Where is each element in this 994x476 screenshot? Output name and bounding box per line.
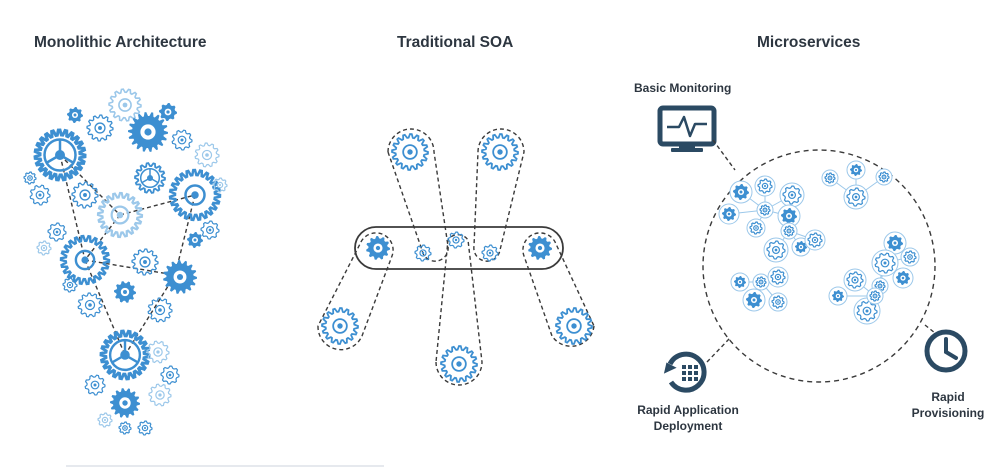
gear-icon	[168, 168, 222, 222]
gear-icon	[23, 171, 37, 185]
bottom-divider	[66, 465, 384, 467]
gear-icon	[781, 208, 797, 224]
gear-icon	[99, 329, 151, 381]
gear-icon	[832, 290, 844, 302]
gear-icon	[850, 164, 862, 176]
gear-icon	[77, 292, 103, 318]
gear-icon	[200, 220, 220, 240]
gear-icon	[86, 114, 114, 142]
gear-icon	[62, 277, 78, 293]
gear-icon	[171, 129, 193, 151]
gear-icon	[759, 204, 771, 216]
gear-icon	[36, 240, 52, 256]
gear-icon	[440, 345, 478, 383]
gear-icon	[97, 412, 113, 428]
gear-icon	[67, 107, 83, 123]
gear-icon	[874, 280, 886, 292]
gear-icon	[733, 184, 749, 200]
rapid-provisioning-line-2: Provisioning	[911, 406, 985, 420]
microservices-diagram	[657, 105, 968, 393]
gear-icon	[782, 185, 802, 205]
gear-icon	[134, 162, 166, 194]
gear-icon	[887, 235, 903, 251]
deploy-icon	[663, 351, 707, 393]
gear-icon	[414, 244, 432, 262]
gear-icon	[757, 178, 773, 194]
gear-icon	[146, 340, 170, 364]
gear-icon	[108, 88, 142, 122]
gear-icon	[187, 232, 203, 248]
gear-icon	[321, 307, 359, 345]
soa-diagram	[317, 128, 595, 386]
gear-icon	[366, 236, 390, 260]
gear-icon	[110, 388, 140, 418]
gear-icon	[159, 103, 177, 121]
gear-icon	[878, 171, 890, 183]
microservices-title: Microservices	[757, 34, 861, 51]
gear-icon	[771, 295, 785, 309]
gear-icon	[447, 231, 465, 249]
gear-icon	[846, 271, 864, 289]
monitor-icon	[657, 105, 717, 152]
gear-icon	[47, 222, 67, 242]
gear-icon	[147, 297, 173, 323]
gear-icon	[163, 260, 197, 294]
gear-icon	[96, 191, 144, 239]
monolithic-lightbulb	[23, 88, 228, 436]
gear-icon	[84, 374, 106, 396]
gear-icon	[118, 421, 132, 435]
gear-icon	[59, 234, 111, 286]
rapid-deployment-label: Rapid Application Deployment	[632, 402, 744, 434]
gear-icon	[770, 269, 786, 285]
gear-icon	[903, 250, 917, 264]
clock-icon	[924, 329, 968, 373]
monolithic-title: Monolithic Architecture	[34, 34, 207, 51]
gear-icon	[148, 383, 172, 407]
gear-icon	[481, 133, 519, 171]
gear-icon	[160, 365, 180, 385]
rapid-deployment-line-2: Deployment	[653, 419, 723, 433]
rapid-provisioning-line-1: Rapid	[931, 390, 965, 404]
soa-title: Traditional SOA	[397, 34, 514, 51]
gear-icon	[481, 244, 499, 262]
gear-icon	[783, 225, 795, 237]
gear-icon	[824, 172, 836, 184]
gear-icon	[212, 177, 228, 193]
gear-icon	[137, 420, 153, 436]
gear-icon	[749, 221, 763, 235]
gear-icon	[29, 184, 51, 206]
gear-icon	[766, 240, 786, 260]
gear-icon	[807, 232, 823, 248]
gear-icon	[874, 252, 896, 274]
gear-icon	[131, 248, 159, 276]
rapid-provisioning-label: Rapid Provisioning	[908, 389, 988, 421]
gear-icon	[128, 112, 168, 152]
gear-icon	[194, 142, 220, 168]
basic-monitoring-label: Basic Monitoring	[634, 81, 732, 95]
gear-icon	[896, 271, 910, 285]
gear-icon	[114, 281, 136, 303]
gear-icon	[71, 181, 99, 209]
rapid-deployment-line-1: Rapid Application	[637, 403, 739, 417]
gear-icon	[734, 276, 746, 288]
gear-icon	[722, 207, 736, 221]
gear-icon	[555, 307, 593, 345]
gear-icon	[856, 300, 878, 322]
gear-icon	[528, 236, 552, 260]
gear-icon	[869, 290, 881, 302]
gear-icon	[33, 128, 87, 182]
gear-icon	[795, 241, 807, 253]
gear-icon	[846, 187, 866, 207]
gear-icon	[391, 133, 429, 171]
gear-icon	[755, 276, 767, 288]
gear-icon	[746, 292, 762, 308]
